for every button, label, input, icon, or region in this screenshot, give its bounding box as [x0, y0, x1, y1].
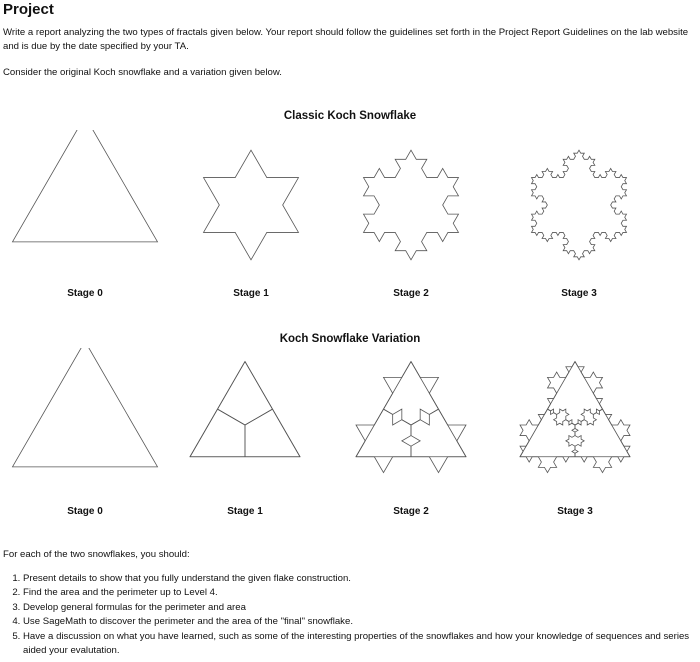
variation-stage-3-triangle [519, 360, 631, 458]
variation-stage-2-rhombus-2 [355, 408, 421, 474]
variation-section-title: Koch Snowflake Variation [279, 333, 421, 345]
classic-koch-figure [11, 130, 628, 261]
consider-paragraph: Consider the original Koch snowflake and… [3, 67, 282, 78]
variation-stage-2-label: Stage 2 [393, 506, 429, 517]
intro-paragraph: Write a report analyzing the two types o… [3, 27, 689, 52]
page-title: Project [3, 1, 54, 18]
variation-stage-3-rhombus-0 [546, 361, 604, 426]
classic-stage-1-shape [202, 149, 300, 261]
classic-stage-2-label: Stage 2 [393, 288, 429, 299]
variation-stage-3-rhombus-1 [565, 408, 631, 474]
task-item: Find the area and the perimeter up to Le… [23, 586, 693, 600]
variation-stage-0-label: Stage 0 [67, 506, 103, 517]
variation-stage-3-label: Stage 3 [557, 506, 593, 517]
variation-stage-1-rhombus-2 [189, 408, 246, 458]
variation-koch-figure [11, 348, 631, 474]
classic-stage-2-shape [362, 149, 460, 261]
task-item: Develop general formulas for the perimet… [23, 601, 693, 615]
classic-stage-1-label: Stage 1 [233, 288, 269, 299]
variation-stage-1-rhombus-0 [217, 361, 273, 426]
variation-stage-2-rhombus-0 [382, 361, 440, 426]
variation-stage-0-triangle [11, 348, 159, 468]
task-item: Use SageMath to discover the perimeter a… [23, 615, 693, 629]
task-list: Present details to show that you fully u… [3, 572, 693, 658]
classic-stage-0-shape [11, 130, 159, 243]
classic-stage-3-label: Stage 3 [561, 288, 597, 299]
variation-stage-3-rhombus-2 [519, 408, 585, 474]
task-item: Present details to show that you fully u… [23, 572, 693, 586]
variation-stage-2-triangle [355, 360, 467, 458]
classic-stage-3-shape [530, 149, 628, 261]
variation-stage-1-label: Stage 1 [227, 506, 263, 517]
classic-stage-0-label: Stage 0 [67, 288, 103, 299]
task-item: Have a discussion on what you have learn… [23, 630, 693, 659]
each-paragraph: For each of the two snowflakes, you shou… [3, 549, 190, 560]
classic-section-title: Classic Koch Snowflake [283, 110, 417, 122]
variation-stage-1-rhombus-1 [244, 408, 301, 458]
variation-stage-2-rhombus-1 [401, 408, 467, 474]
